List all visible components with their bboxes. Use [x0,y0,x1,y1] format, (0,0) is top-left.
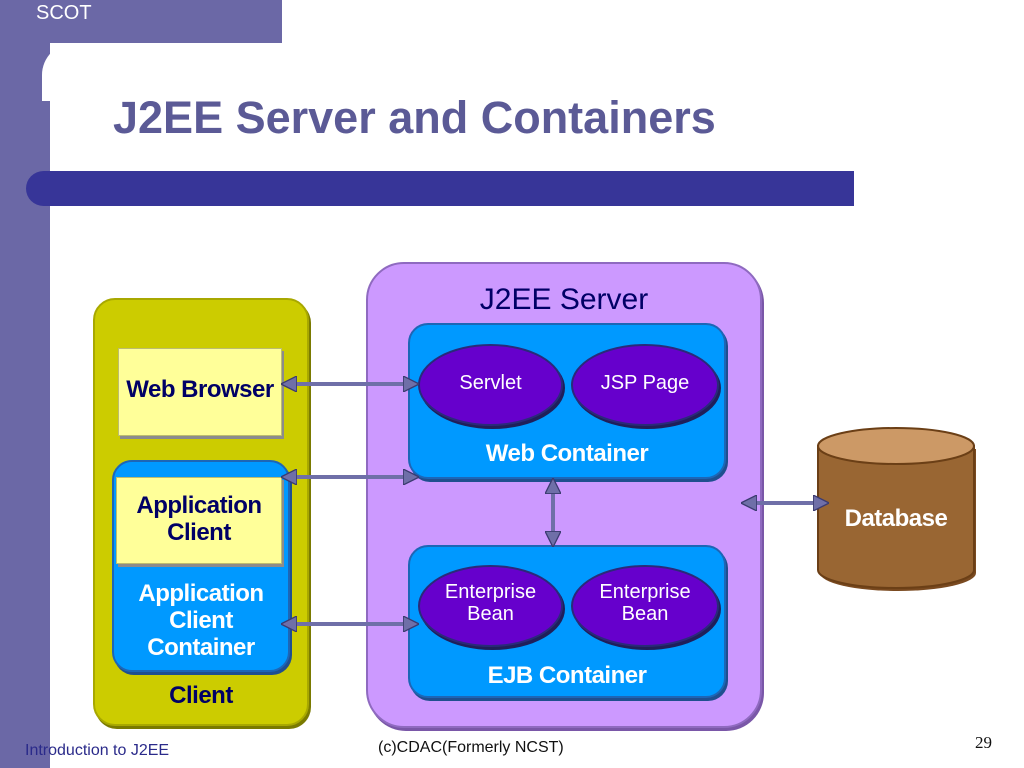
title-rule [26,171,854,206]
footer-center-text: (c)CDAC(Formerly NCST) [378,739,564,756]
enterprise-bean-oval [418,565,563,647]
enterprise-bean-oval [571,565,719,647]
web-browser-label: Web Browser [126,376,274,403]
servlet-oval [418,344,563,426]
jsp-page-label: JSP Page [600,372,690,394]
enterprise-bean-line2: Bean [467,603,514,625]
app-container-line1: Application [138,580,264,607]
application-client-box [116,477,282,564]
page-number: 29 [975,733,992,752]
j2ee-server-title: J2EE Server [479,283,649,316]
left-side-bar [0,0,50,768]
footer-left-text: Introduction to J2EE [25,742,170,759]
application-client-line1: Application [136,492,262,519]
brand-label: SCOT [36,2,92,24]
application-client-label: Application Client [116,492,282,546]
web-browser-box [118,348,282,436]
application-client-container-label: Application Client Container [112,580,290,661]
web-container-label: Web Container [485,440,649,467]
enterprise-bean-line2: Bean [621,603,669,625]
jsp-page-oval [571,344,719,426]
application-client-line2: Client [167,519,231,546]
top-band [0,0,282,43]
app-container-line3: Container [147,634,255,661]
corner-notch [42,43,112,101]
enterprise-bean-label: Enterprise Bean [418,581,563,625]
enterprise-bean-label: Enterprise Bean [571,581,719,625]
database-label: Database [844,505,948,532]
app-container-line2: Client [169,607,233,634]
client-label: Client [169,682,233,709]
servlet-label: Servlet [459,372,522,394]
ejb-container-label: EJB Container [487,662,647,689]
slide-title: J2EE Server and Containers [113,92,716,143]
enterprise-bean-line1: Enterprise [444,581,537,603]
database-cylinder-icon [817,427,976,591]
enterprise-bean-line1: Enterprise [599,581,691,603]
